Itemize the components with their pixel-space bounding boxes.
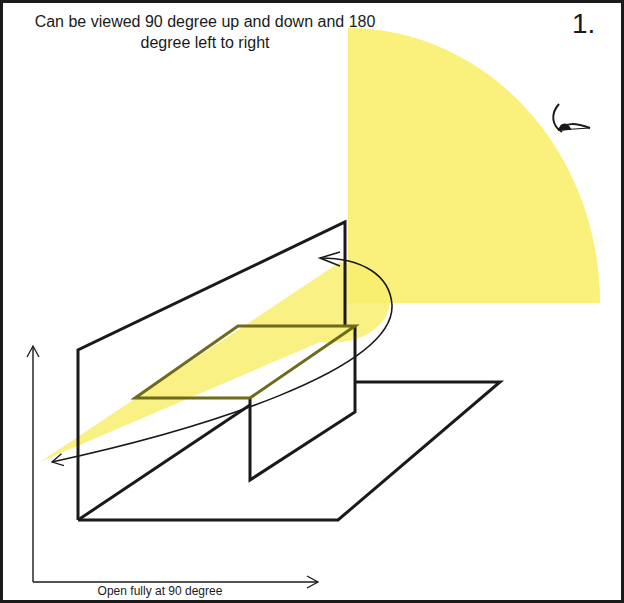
horizontal-view-wedge (40, 262, 390, 462)
view-angle-note: Can be viewed 90 degree up and down and … (30, 12, 380, 54)
horizontal-axis-arrow (33, 581, 318, 582)
callout-number: 1. (572, 6, 612, 42)
vertical-axis-arrow (32, 346, 33, 582)
axis-note: Open fully at 90 degree (60, 584, 260, 600)
stand-outline (78, 222, 500, 520)
eye-symbol (553, 104, 590, 132)
vertical-view-sector (348, 28, 600, 303)
rotation-arc (52, 258, 392, 462)
book-rest-plate (135, 326, 355, 398)
rotation-arrowhead (320, 252, 340, 266)
